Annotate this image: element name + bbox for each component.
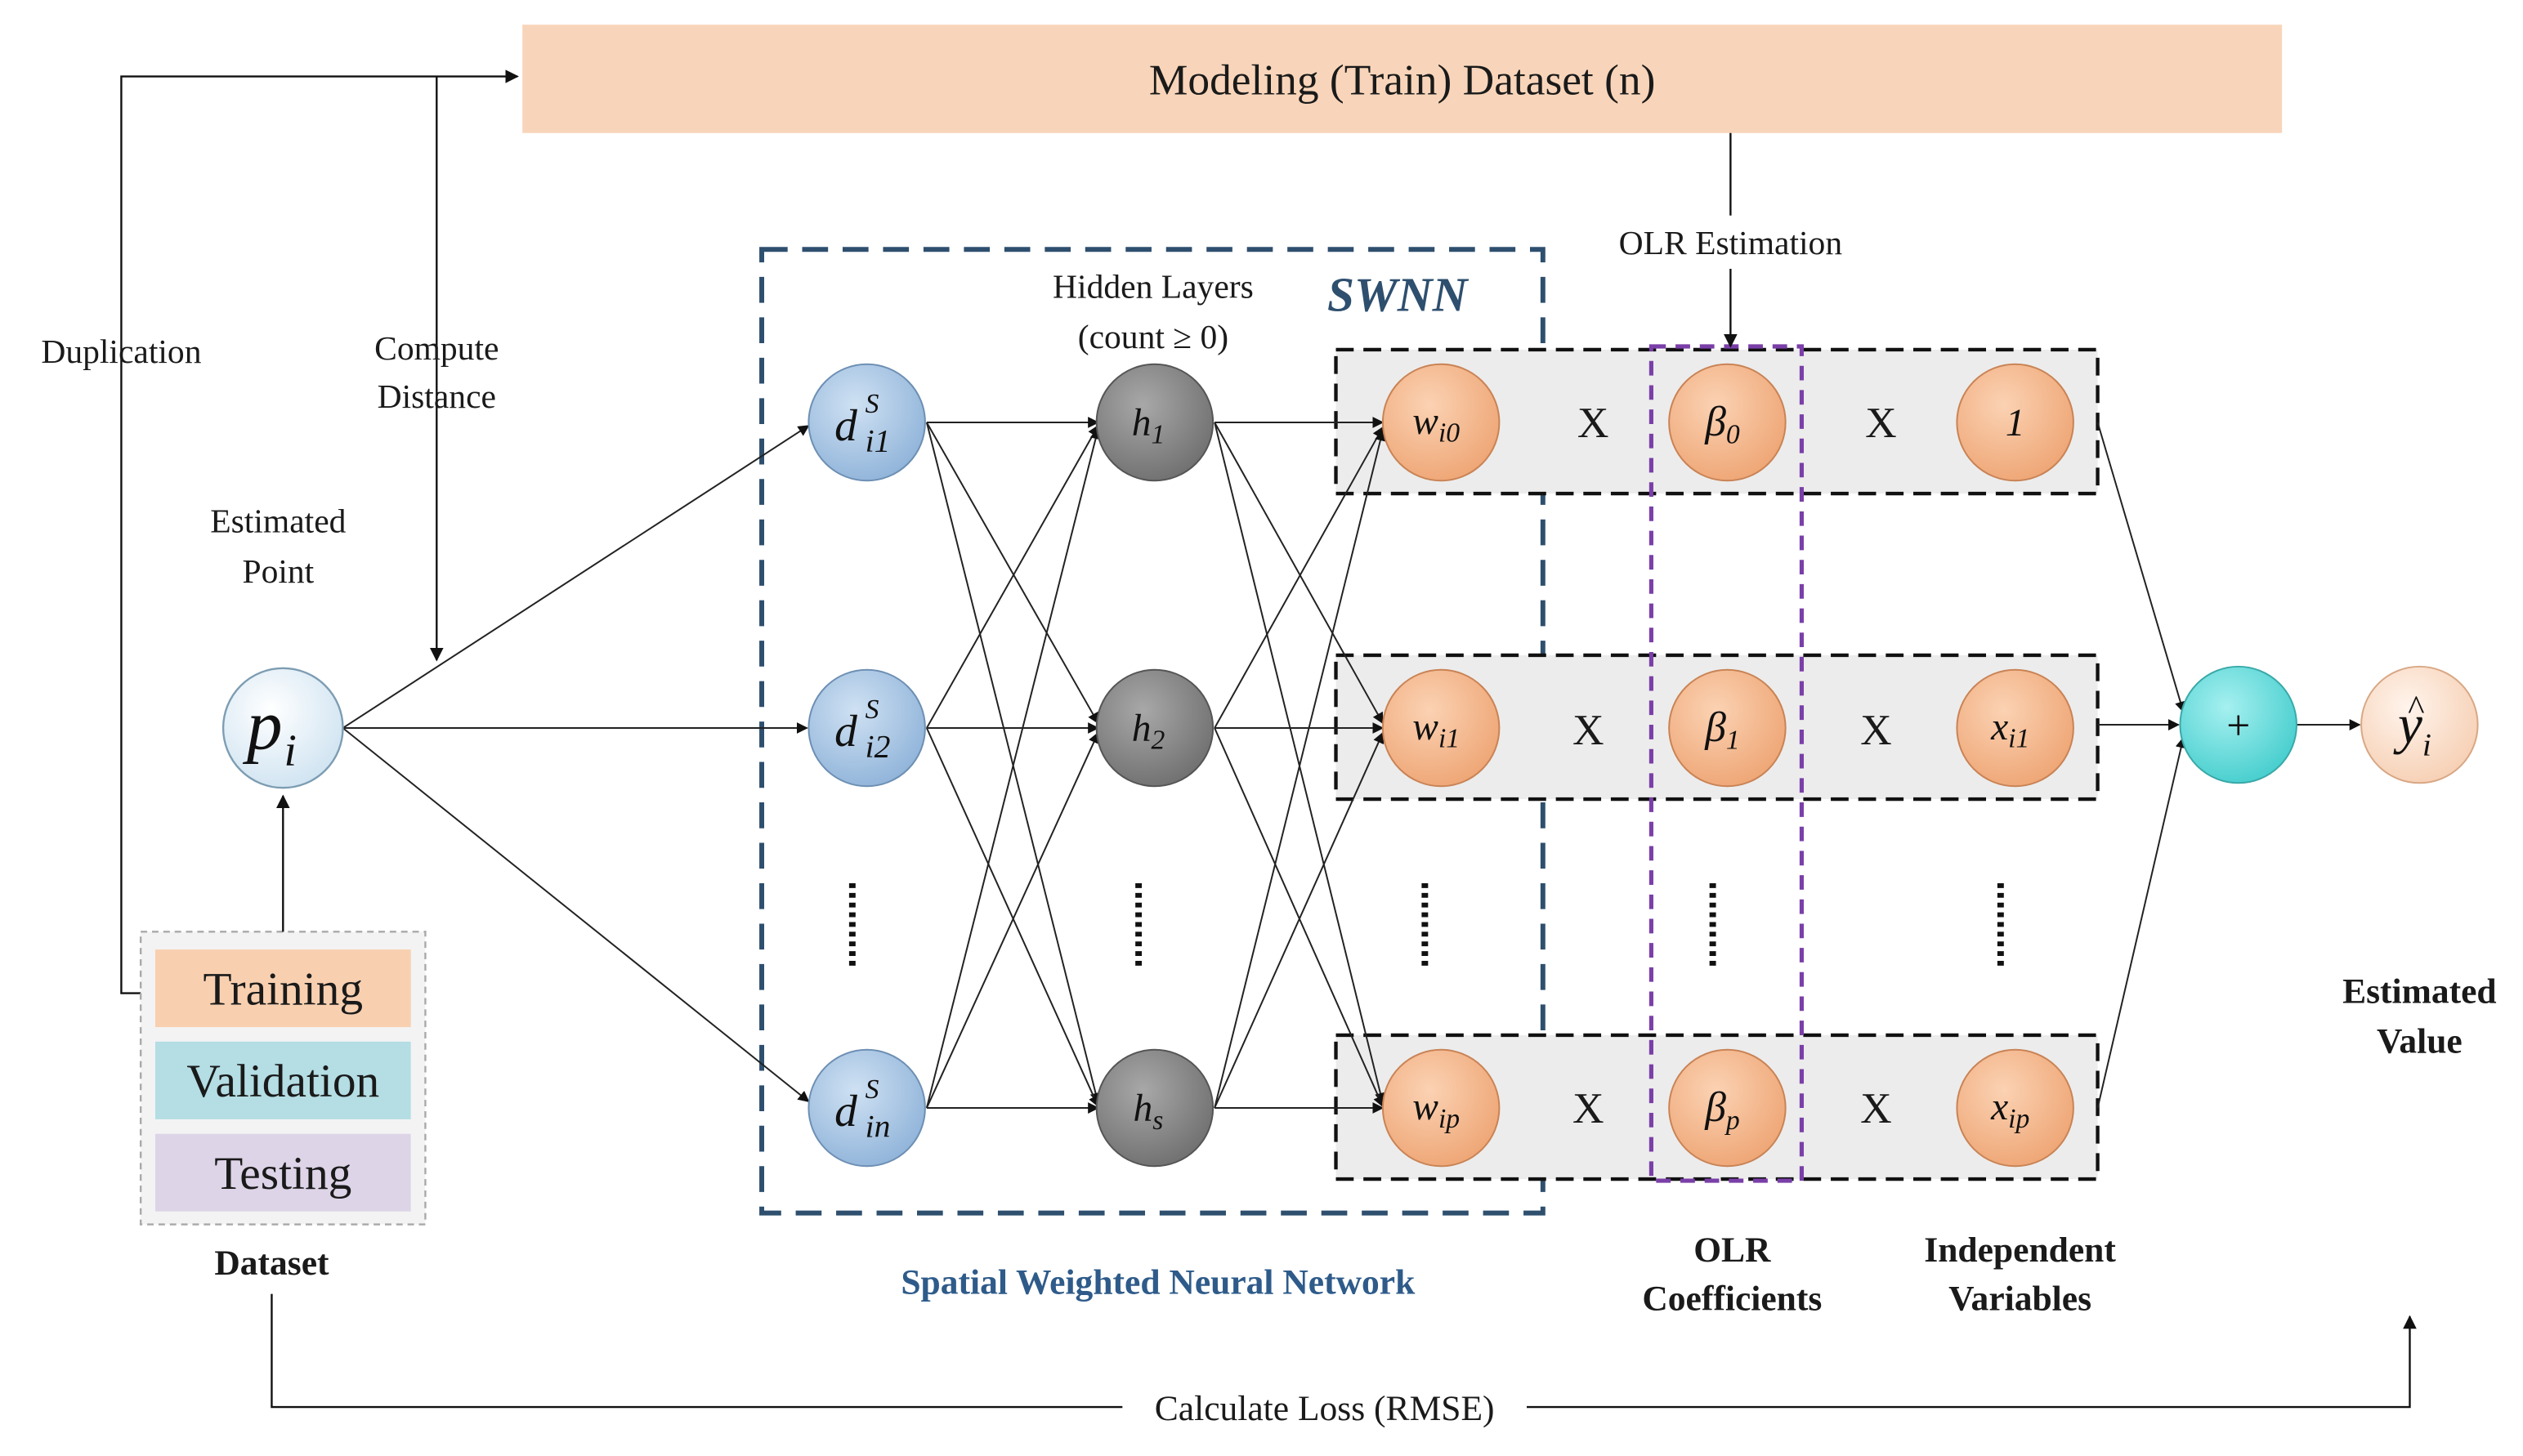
svg-text:wi1: wi1 <box>1412 706 1460 754</box>
estimated-value-label-1: Estimated <box>2342 971 2497 1011</box>
variable-node-p: xip <box>1956 1048 2074 1168</box>
svg-text:βp: βp <box>1704 1084 1739 1136</box>
weight-node-0: wi0 <box>1381 363 1501 482</box>
svg-text:wip: wip <box>1412 1086 1460 1134</box>
times-operator: X <box>1865 398 1897 447</box>
svg-text:^: ^ <box>2408 689 2424 728</box>
times-operator: X <box>1572 1083 1604 1132</box>
estimated-point-label-2: Point <box>242 552 314 590</box>
svg-text:β0: β0 <box>1704 399 1740 450</box>
modeling-dataset-title: Modeling (Train) Dataset (n) <box>1149 55 1656 104</box>
compute-distance-label-1: Compute <box>374 329 499 367</box>
duplication-path <box>120 69 519 994</box>
weight-node-1: wi1 <box>1381 668 1501 788</box>
testing-split <box>154 1133 411 1212</box>
training-label: Training <box>204 963 364 1015</box>
hidden-node-s: hs <box>1095 1048 1215 1168</box>
hidden-node-1: h1 <box>1095 363 1215 482</box>
distance-node-1: d S i1 <box>807 363 926 482</box>
estimated-value-label-2: Value <box>2377 1022 2463 1061</box>
hidden-layers-label-2: (count ≥ 0) <box>1078 318 1228 356</box>
modeling-dataset-bar <box>522 25 2283 133</box>
svg-text:S: S <box>866 1074 879 1105</box>
svg-text:d: d <box>834 400 857 450</box>
svg-text:+: + <box>2226 703 2250 749</box>
svg-text:d: d <box>834 1086 857 1136</box>
svg-text:1: 1 <box>2006 402 2025 444</box>
hidden-node-2: h2 <box>1095 668 1215 788</box>
compute-distance-label-2: Distance <box>378 377 496 415</box>
olr-coefficients-label-1: OLR <box>1693 1230 1771 1270</box>
svg-text:hs: hs <box>1134 1088 1164 1136</box>
independent-variables-label-2: Variables <box>1948 1279 2091 1318</box>
times-operator: X <box>1572 705 1604 754</box>
distance-node-2: d S i2 <box>807 668 926 788</box>
svg-text:xip: xip <box>1990 1086 2029 1134</box>
olr-coefficients-label-2: Coefficients <box>1642 1279 1822 1318</box>
hidden-layers-label-1: Hidden Layers <box>1053 268 1254 306</box>
intercept-node: 1 <box>1956 363 2074 482</box>
validation-split <box>154 1041 411 1119</box>
svg-text:i1: i1 <box>866 423 891 459</box>
duplication-label: Duplication <box>41 333 201 370</box>
calculate-loss-label: Calculate Loss (RMSE) <box>1155 1389 1495 1428</box>
times-operator: X <box>1860 705 1892 754</box>
svg-text:yi: yi <box>2393 694 2431 763</box>
svg-text:d: d <box>834 706 857 756</box>
validation-label: Validation <box>186 1056 379 1107</box>
svg-text:h2: h2 <box>1132 708 1165 756</box>
ellipsis-dots <box>848 882 2004 966</box>
dataset-label: Dataset <box>214 1244 329 1283</box>
beta-node-1: β1 <box>1668 668 1787 788</box>
svg-text:pi: pi <box>242 686 297 775</box>
svg-text:S: S <box>866 389 879 419</box>
svg-text:wi0: wi0 <box>1412 400 1460 449</box>
independent-variables-label-1: Independent <box>1924 1230 2116 1270</box>
training-split <box>154 949 411 1028</box>
weight-node-p: wip <box>1381 1048 1501 1168</box>
variable-node-1: xi1 <box>1956 668 2074 788</box>
testing-label: Testing <box>214 1148 351 1199</box>
beta-node-0: β0 <box>1668 363 1787 482</box>
spatial-wnn-label: Spatial Weighted Neural Network <box>901 1263 1416 1302</box>
svg-text:in: in <box>866 1109 891 1145</box>
svg-text:β1: β1 <box>1704 704 1739 756</box>
swnn-label: SWNN <box>1327 267 1470 321</box>
svg-text:S: S <box>866 695 879 725</box>
svg-text:xi1: xi1 <box>1990 706 2029 754</box>
estimated-point-label-1: Estimated <box>210 502 346 540</box>
sum-node: + <box>2179 665 2297 784</box>
estimated-point-node: pi <box>221 667 344 789</box>
olr-estimation-label: OLR Estimation <box>1619 224 1843 261</box>
distance-node-n: d S in <box>807 1048 926 1168</box>
svg-text:i2: i2 <box>866 729 891 765</box>
svg-text:h1: h1 <box>1132 402 1165 450</box>
estimated-value-node: yi ^ <box>2360 665 2479 784</box>
connections <box>342 417 2361 1114</box>
beta-node-p: βp <box>1668 1048 1787 1168</box>
times-operator: X <box>1860 1083 1892 1132</box>
times-operator: X <box>1577 398 1609 447</box>
